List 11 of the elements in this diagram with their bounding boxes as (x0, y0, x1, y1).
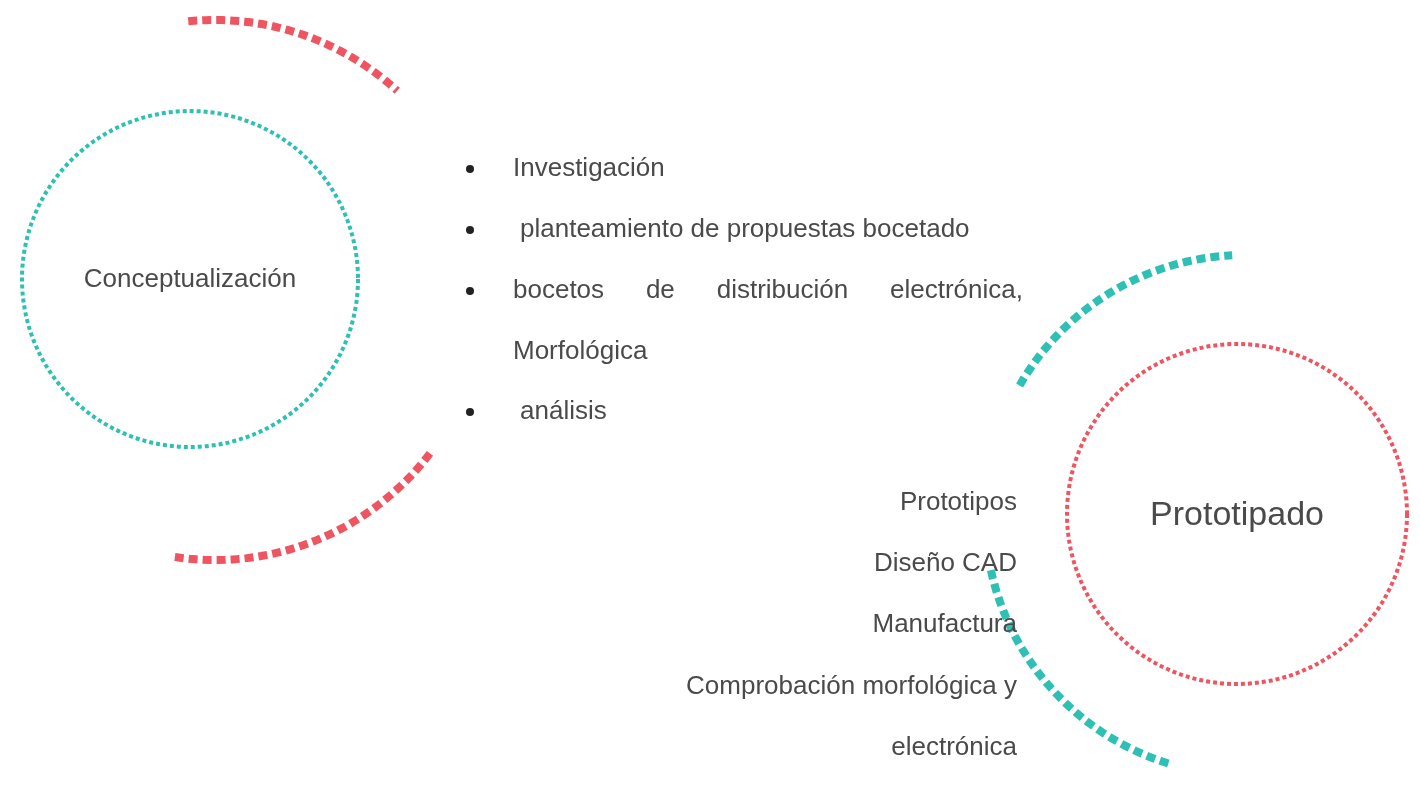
circle-label: Prototipado (1149, 493, 1325, 533)
list-item: Comprobación morfológica y electrónica (685, 669, 1017, 763)
list-item: Manufactura (871, 607, 1017, 640)
list-item: planteamiento de propuestas bocetado (520, 212, 971, 245)
circle-label: Conceptualización (82, 263, 298, 295)
dotted-circle (1065, 342, 1409, 686)
list-item: análisis (520, 394, 608, 427)
dotted-circle (20, 109, 360, 449)
list-item: Diseño CAD (872, 546, 1017, 579)
list-item: Prototipos (898, 485, 1017, 518)
list-item: Investigación (513, 151, 666, 184)
